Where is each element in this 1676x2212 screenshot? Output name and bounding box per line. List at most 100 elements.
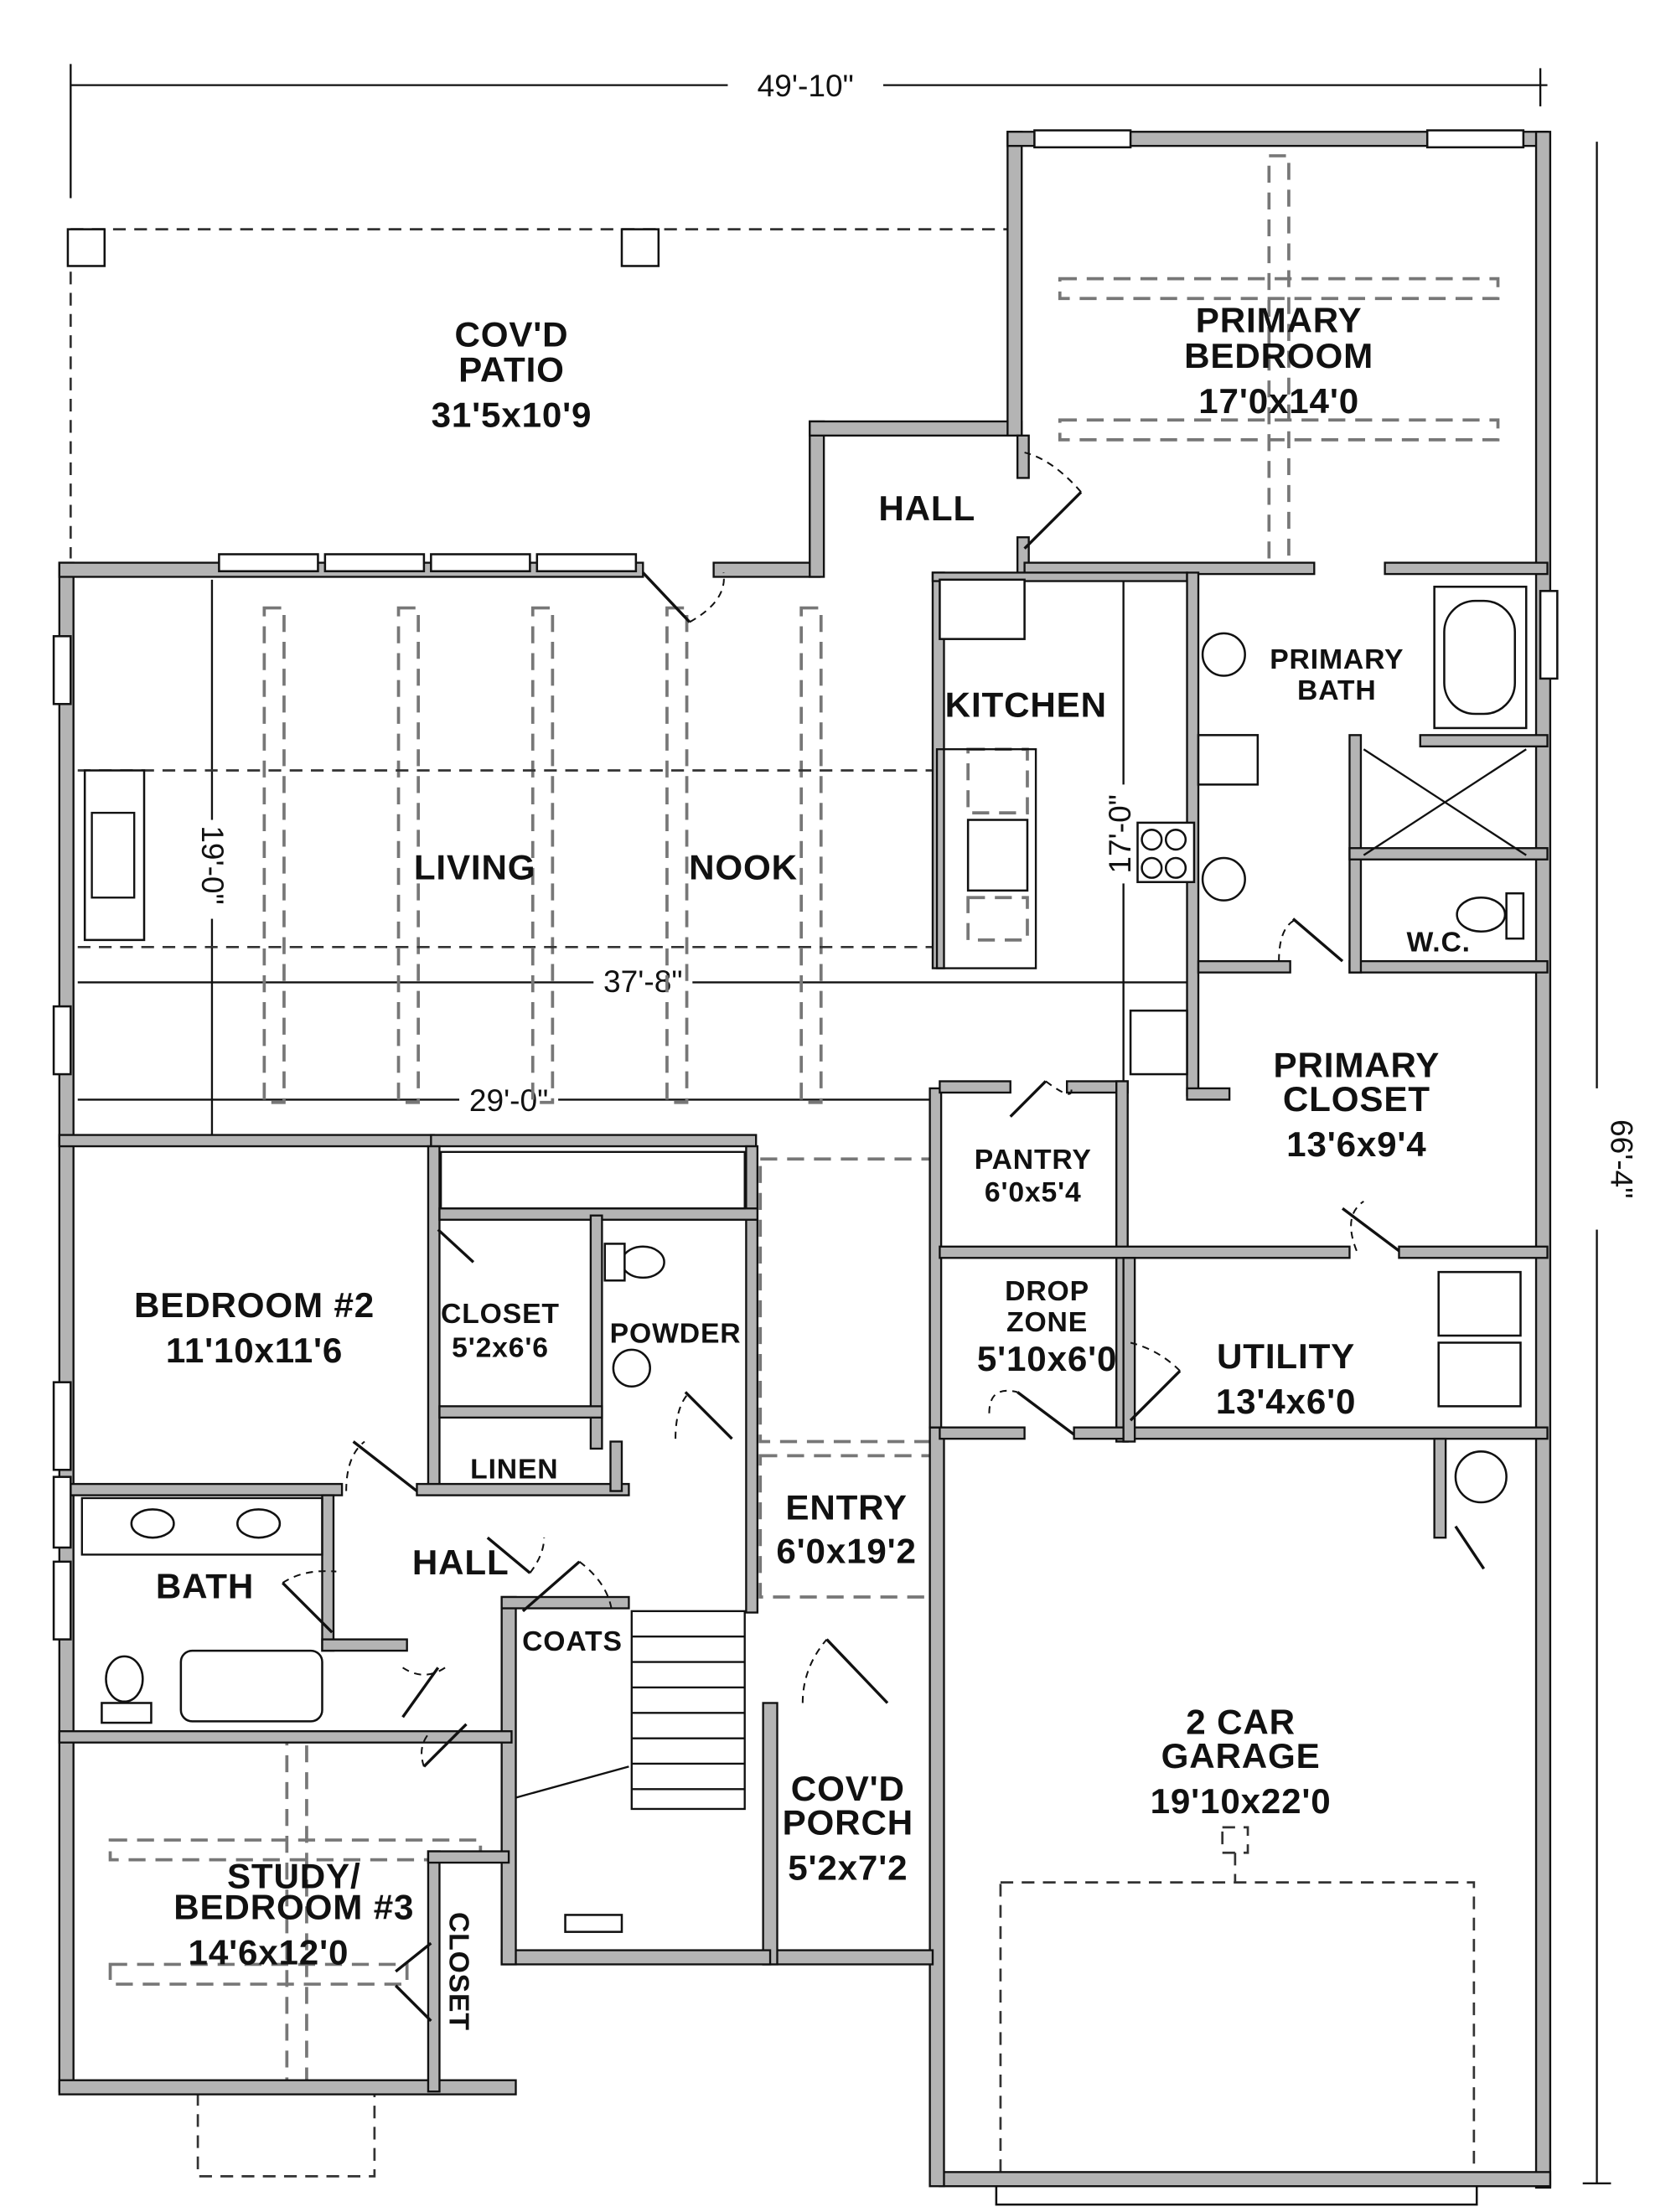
wall — [939, 1426, 1026, 1440]
wall — [1122, 1257, 1136, 1443]
room-labels: COV'D PATIO 31'5x10'9 PRIMARY BEDROOM 17… — [134, 301, 1470, 2031]
entry-size: 6'0x19'2 — [776, 1532, 916, 1571]
wall — [1398, 1245, 1549, 1259]
kitchen-depth-dimension: 17'-0" — [1102, 794, 1137, 873]
wall — [427, 1145, 441, 1486]
primary-closet-size: 13'6x9'4 — [1286, 1124, 1426, 1164]
closet-label: CLOSET — [441, 1298, 560, 1330]
wall — [939, 1245, 1351, 1259]
primary-bedroom-size: 17'0x14'0 — [1198, 381, 1359, 421]
wall — [1384, 561, 1549, 576]
bedroom2-label: BEDROOM #2 — [134, 1285, 375, 1325]
wall — [589, 1214, 603, 1450]
overall-depth-dimension: 66'-4" — [1604, 1119, 1639, 1198]
closet-size: 5'2x6'6 — [452, 1331, 549, 1363]
wall — [58, 1482, 344, 1496]
drop-zone-label: ZONE — [1006, 1306, 1088, 1338]
primary-closet-label: CLOSET — [1283, 1079, 1430, 1119]
bath-label: BATH — [156, 1567, 254, 1606]
doors — [282, 452, 1486, 2023]
wall — [438, 1405, 603, 1419]
porch-label: COV'D — [791, 1769, 905, 1808]
wall — [1006, 131, 1023, 437]
built-in-cabinet — [439, 1150, 746, 1210]
study-closet-label: CLOSET — [442, 1912, 474, 2031]
toilet — [105, 1655, 144, 1703]
ceiling-beams — [77, 154, 1500, 2086]
wall — [1197, 959, 1291, 974]
wall — [762, 1702, 779, 1966]
garage-label: 2 CAR — [1186, 1703, 1296, 1742]
wall — [427, 1850, 510, 1864]
primary-bath-label: PRIMARY — [1270, 643, 1404, 675]
hall-label: HALL — [412, 1543, 510, 1582]
kitchen-sink — [966, 819, 1029, 892]
wall — [58, 561, 75, 2093]
bathtub — [179, 1649, 323, 1723]
coats-label: COATS — [522, 1625, 623, 1657]
powder-label: POWDER — [610, 1317, 742, 1349]
linen-label: LINEN — [470, 1453, 558, 1485]
study-label: BEDROOM #3 — [173, 1887, 414, 1926]
patio-post — [66, 228, 106, 267]
wall — [609, 1440, 623, 1492]
primary-closet-label: PRIMARY — [1274, 1045, 1441, 1084]
garage-size: 19'10x22'0 — [1151, 1781, 1332, 1821]
wall — [1186, 1087, 1231, 1101]
wall — [58, 1134, 435, 1148]
pantry-size: 6'0x5'4 — [985, 1176, 1082, 1208]
wall — [712, 561, 821, 578]
dryer — [1437, 1270, 1522, 1337]
study-label: STUDY/ — [227, 1856, 361, 1895]
porch-size: 5'2x7'2 — [788, 1848, 908, 1887]
staircase — [515, 1610, 746, 1811]
wall — [321, 1638, 408, 1652]
primary-bedroom-label: BEDROOM — [1184, 336, 1373, 375]
patio-label: PATIO — [458, 350, 565, 390]
fixtures — [80, 578, 1528, 1811]
study-size: 14'6x12'0 — [189, 1932, 349, 1972]
patio-post — [620, 228, 660, 267]
living-depth-dimension: 19'-0" — [195, 825, 230, 904]
wall — [939, 2171, 1552, 2188]
wall — [809, 420, 1023, 437]
bath-vanity — [80, 1496, 323, 1556]
garage-door-outline — [999, 1881, 1476, 2181]
bedroom2-size: 11'10x11'6 — [166, 1331, 343, 1370]
water-heater — [1454, 1450, 1508, 1504]
primary-bath-label: BATH — [1297, 674, 1377, 706]
wall — [939, 1080, 1011, 1094]
wall — [745, 1145, 759, 1614]
wall — [1016, 434, 1030, 479]
wall — [1534, 131, 1552, 2189]
patio-size: 31'5x10'9 — [432, 395, 592, 435]
sink — [612, 1348, 651, 1388]
wall — [500, 1595, 630, 1610]
garage-opener — [1221, 1826, 1249, 1854]
wall — [58, 2079, 517, 2096]
wc-label: W.C. — [1406, 926, 1470, 958]
kitchen-label: KITCHEN — [945, 685, 1107, 724]
hall-label: HALL — [878, 488, 975, 528]
overall-width-dimension: 49'-10" — [758, 68, 854, 103]
vanity — [1197, 734, 1260, 786]
nook-label: NOOK — [689, 847, 798, 886]
wall — [809, 420, 825, 578]
wall — [430, 1134, 758, 1148]
sink — [1201, 856, 1246, 902]
wall — [1419, 734, 1549, 748]
sink — [236, 1508, 282, 1539]
wall — [762, 1949, 934, 1966]
utility-label: UTILITY — [1217, 1336, 1355, 1376]
drop-zone-label: DROP — [1005, 1275, 1089, 1307]
wall — [58, 1730, 513, 1744]
wall — [1348, 847, 1549, 861]
kitchen-island — [935, 748, 1037, 969]
washer — [1437, 1341, 1522, 1408]
wall — [427, 1850, 441, 2093]
windows — [52, 129, 1559, 1933]
wall — [929, 1426, 945, 2188]
utility-size: 13'4x6'0 — [1216, 1382, 1356, 1421]
living-span-dimension: 37'-8" — [603, 964, 682, 999]
